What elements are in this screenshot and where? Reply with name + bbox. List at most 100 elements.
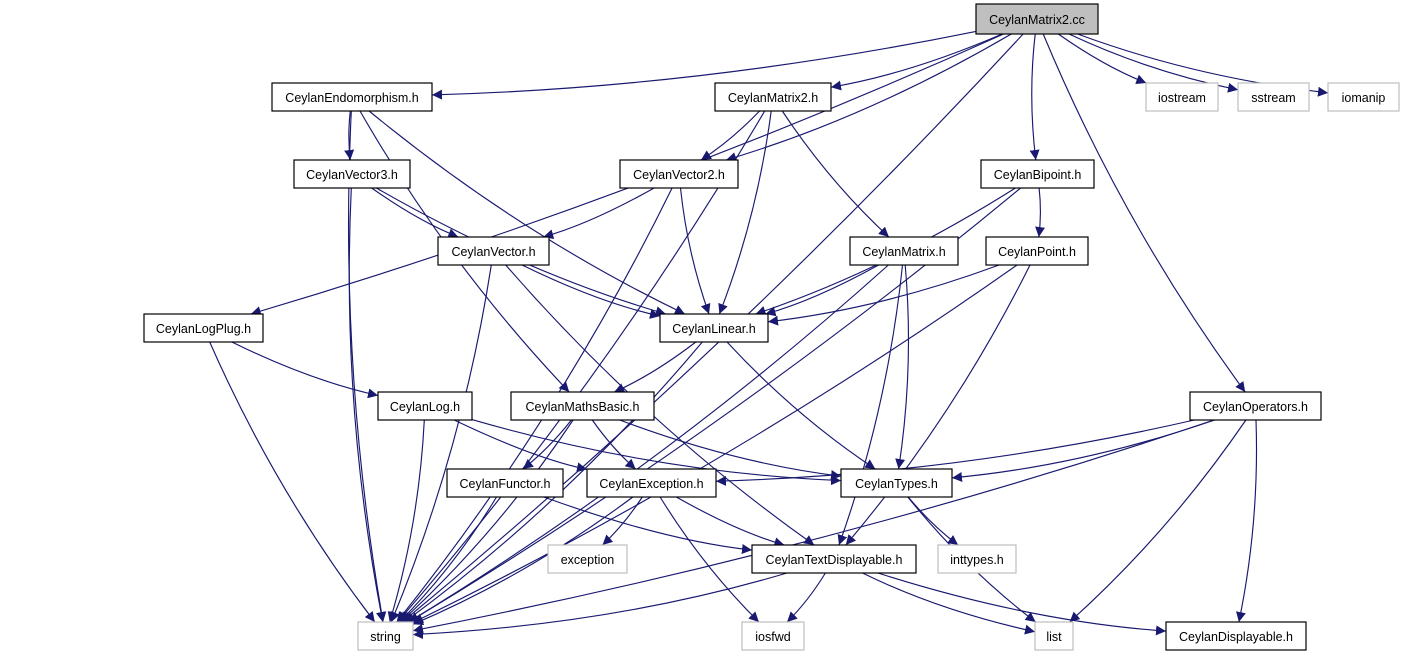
edge-line bbox=[591, 419, 636, 470]
node-label: iostream bbox=[1158, 91, 1206, 105]
node-box bbox=[985, 236, 1089, 266]
node-ceylanpoint-h[interactable]: CeylanPoint.h bbox=[985, 236, 1089, 266]
edge-line bbox=[725, 33, 1012, 162]
edge-line bbox=[453, 419, 588, 473]
edge-line bbox=[412, 496, 634, 625]
edge-line bbox=[521, 264, 661, 319]
edge-ceylanoperators-h-to-ceylantypes-h bbox=[951, 419, 1215, 482]
edge-ceylantextdisplayable-h-to-list bbox=[862, 572, 1036, 635]
node-ceylanvector2-h[interactable]: CeylanVector2.h bbox=[619, 159, 739, 189]
edge-line bbox=[209, 341, 376, 623]
edge-line bbox=[431, 30, 977, 100]
node-label: list bbox=[1046, 630, 1062, 644]
edge-ceylanfunctor-h-to-string bbox=[398, 496, 497, 623]
node-ceylanlog-h[interactable]: CeylanLog.h bbox=[377, 391, 473, 421]
node-iostream: iostream bbox=[1145, 82, 1219, 112]
edge-ceylanoperators-h-to-ceylandisplayable-h bbox=[1236, 419, 1258, 623]
node-label: CeylanVector.h bbox=[451, 245, 535, 259]
edge-ceylanvector2-h-to-ceylanlinear-h bbox=[679, 187, 711, 315]
node-box bbox=[741, 621, 805, 651]
edge-line bbox=[781, 110, 890, 238]
edge-line bbox=[412, 264, 1018, 624]
edge-ceylanmatrix-h-to-ceylantextdisplayable-h bbox=[837, 264, 904, 546]
node-box bbox=[446, 468, 564, 498]
node-box bbox=[937, 544, 1017, 574]
edge-ceylanmathsbasic-h-to-ceylantypes-h bbox=[619, 419, 842, 480]
node-label: CeylanTypes.h bbox=[855, 477, 938, 491]
edge-ceylanmathsbasic-h-to-ceylanfunctor-h bbox=[522, 419, 572, 470]
node-box bbox=[619, 159, 739, 189]
node-ceylanvector-h[interactable]: CeylanVector.h bbox=[437, 236, 550, 266]
edge-ceylanvector-h-to-ceylanlinear-h bbox=[521, 264, 661, 319]
node-box bbox=[357, 621, 414, 651]
edge-line bbox=[348, 187, 386, 623]
node-ceylanlogplug-h[interactable]: CeylanLogPlug.h bbox=[143, 313, 264, 343]
edge-line bbox=[387, 419, 425, 623]
edge-ceylanlog-h-to-string bbox=[387, 419, 425, 623]
node-box bbox=[143, 313, 264, 343]
node-ceylantextdisplayable-h[interactable]: CeylanTextDisplayable.h bbox=[751, 544, 917, 574]
edge-line bbox=[1042, 33, 1246, 393]
edge-ceylanlog-h-to-ceylanexception-h bbox=[453, 419, 588, 473]
edge-line bbox=[400, 419, 574, 623]
edge-layer bbox=[209, 30, 1329, 640]
edge-line bbox=[837, 264, 904, 546]
node-ceylanendomorphism-h[interactable]: CeylanEndomorphism.h bbox=[271, 82, 433, 112]
node-ceylanvector3-h[interactable]: CeylanVector3.h bbox=[293, 159, 411, 189]
node-label: string bbox=[370, 630, 401, 644]
node-ceylanbipoint-h[interactable]: CeylanBipoint.h bbox=[980, 159, 1095, 189]
edge-ceylanvector3-h-to-ceylanvector-h bbox=[371, 187, 459, 238]
node-ceylanmatrix-h[interactable]: CeylanMatrix.h bbox=[849, 236, 959, 266]
node-box bbox=[1165, 621, 1307, 651]
node-box bbox=[437, 236, 550, 266]
edge-ceylanvector2-h-to-ceylanvector-h bbox=[543, 187, 655, 240]
edge-ceylanoperators-h-to-ceylanexception-h bbox=[715, 419, 1195, 486]
node-string: string bbox=[357, 621, 414, 651]
node-box bbox=[586, 468, 717, 498]
edge-line bbox=[412, 419, 1215, 634]
node-ceylanlinear-h[interactable]: CeylanLinear.h bbox=[659, 313, 769, 343]
edge-line bbox=[718, 110, 772, 315]
edge-ceylanexception-h-to-ceylantextdisplayable-h bbox=[676, 496, 785, 548]
node-label: CeylanFunctor.h bbox=[459, 477, 550, 491]
node-ceylanmatrix2-cc[interactable]: CeylanMatrix2.cc bbox=[975, 3, 1099, 35]
node-ceylanmathsbasic-h[interactable]: CeylanMathsBasic.h bbox=[510, 391, 655, 421]
node-box bbox=[293, 159, 411, 189]
node-label: CeylanException.h bbox=[599, 477, 703, 491]
node-box bbox=[271, 82, 433, 112]
node-ceylanfunctor-h[interactable]: CeylanFunctor.h bbox=[446, 468, 564, 498]
edge-line bbox=[1236, 419, 1258, 623]
edge-ceylanbipoint-h-to-ceylanpoint-h bbox=[1035, 187, 1046, 238]
edge-line bbox=[830, 33, 1003, 91]
edge-ceylanexception-h-to-exception bbox=[602, 496, 643, 546]
edge-ceylanmathsbasic-h-to-string bbox=[400, 419, 574, 623]
node-ceylanmatrix2-h[interactable]: CeylanMatrix2.h bbox=[714, 82, 832, 112]
node-label: CeylanLog.h bbox=[390, 400, 460, 414]
edge-line bbox=[1069, 419, 1247, 623]
node-box bbox=[1189, 391, 1322, 421]
node-ceylantypes-h[interactable]: CeylanTypes.h bbox=[840, 468, 953, 498]
edge-ceylanmatrix2-h-to-ceylanmatrix-h bbox=[781, 110, 890, 238]
node-box bbox=[714, 82, 832, 112]
edge-line bbox=[602, 496, 643, 546]
edge-line bbox=[765, 264, 879, 317]
edge-ceylanmatrix2-cc-to-sstream bbox=[1068, 33, 1239, 93]
node-box bbox=[659, 313, 769, 343]
node-label: CeylanDisplayable.h bbox=[1179, 630, 1293, 644]
node-label: iosfwd bbox=[755, 630, 790, 644]
edge-ceylantextdisplayable-h-to-iosfwd bbox=[786, 572, 826, 623]
edge-line bbox=[231, 341, 379, 399]
node-ceylandisplayable-h[interactable]: CeylanDisplayable.h bbox=[1165, 621, 1307, 651]
node-label: CeylanMatrix2.h bbox=[728, 91, 818, 105]
node-ceylanoperators-h[interactable]: CeylanOperators.h bbox=[1189, 391, 1322, 421]
node-ceylanexception-h[interactable]: CeylanException.h bbox=[586, 468, 717, 498]
edge-ceylanlogplug-h-to-ceylanlog-h bbox=[231, 341, 379, 399]
node-box bbox=[1034, 621, 1074, 651]
edge-ceylanpoint-h-to-ceylantextdisplayable-h bbox=[845, 264, 1031, 546]
edge-ceylantypes-h-to-inttypes-h bbox=[907, 496, 959, 546]
edge-line bbox=[1029, 33, 1040, 161]
edge-ceylanlinear-h-to-ceylanmathsbasic-h bbox=[613, 341, 697, 393]
edge-line bbox=[862, 572, 1036, 635]
